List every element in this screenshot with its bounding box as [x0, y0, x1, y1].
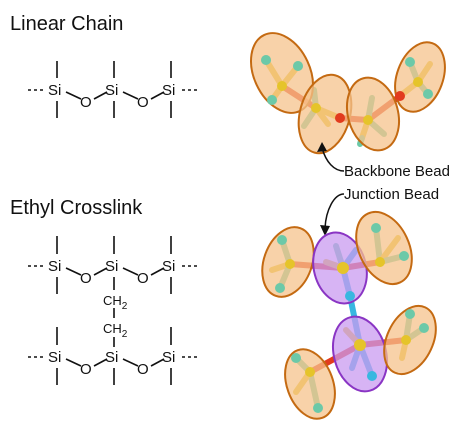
atom-ch2: CH2 — [103, 321, 128, 340]
junction-arrow — [324, 193, 345, 229]
atom-si: Si — [48, 349, 61, 366]
backbone-bead — [346, 76, 400, 152]
ethyl-crosslink-title: Ethyl Crosslink — [10, 197, 143, 219]
atom-spheres — [261, 55, 433, 413]
atom-o: O — [137, 270, 149, 287]
atom-o: O — [80, 361, 92, 378]
linear-chain-title: Linear Chain — [10, 13, 123, 35]
atom-si: Si — [105, 349, 118, 366]
atom-o: O — [137, 361, 149, 378]
linear-chain-formula: Si O Si O Si — [28, 61, 198, 118]
backbone-arrowhead — [317, 142, 327, 152]
atom-si: Si — [48, 82, 61, 99]
linear-chain-model — [250, 32, 446, 155]
atom-si: Si — [162, 82, 175, 99]
atom-o: O — [137, 94, 149, 111]
atom-o: O — [80, 270, 92, 287]
atom-o: O — [80, 94, 92, 111]
junction-arrowhead — [320, 225, 330, 236]
atom-si: Si — [162, 258, 175, 275]
backbone-bead — [284, 348, 336, 420]
atom-si: Si — [105, 258, 118, 275]
crosslink-formula: Si O Si O Si CH2 CH2 Si O Si O Si — [28, 236, 198, 385]
atom-si: Si — [105, 82, 118, 99]
backbone-bead — [355, 210, 413, 286]
atom-si: Si — [48, 258, 61, 275]
junction-bead-label: Junction Bead — [344, 186, 439, 203]
backbone-bead-label: Backbone Bead — [344, 163, 450, 180]
atom-si: Si — [162, 349, 175, 366]
atom-ch2: CH2 — [103, 293, 128, 312]
